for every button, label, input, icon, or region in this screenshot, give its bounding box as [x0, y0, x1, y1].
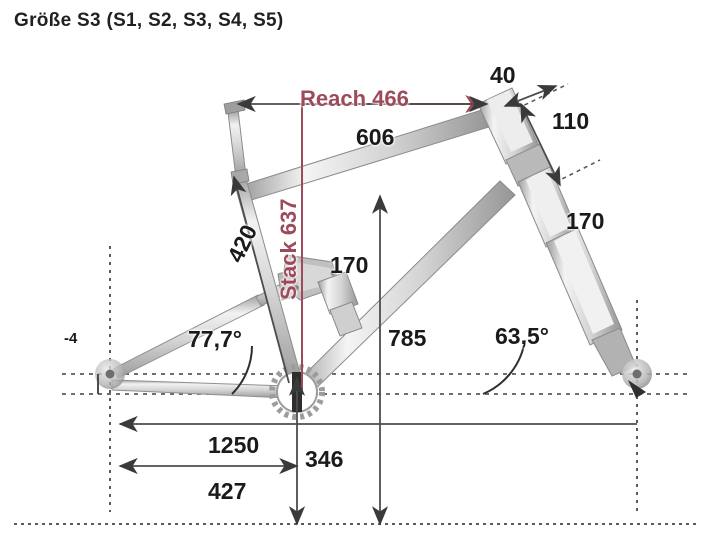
label-stack: Stack 637: [276, 198, 301, 300]
label-stand-over: 785: [388, 325, 427, 351]
headtube-dimension-line: [520, 102, 561, 187]
label-wheelbase: 1250: [208, 432, 260, 458]
angle-arcs: [231, 339, 526, 395]
fork-and-head-tube: [477, 87, 637, 377]
rear-suspension: [277, 254, 363, 337]
label-head-tube: 110: [552, 108, 590, 134]
page-title: Größe S3 (S1, S2, S3, S4, S5): [14, 10, 284, 31]
head-angle-arc: [482, 339, 526, 395]
seattube-dimension-line: [230, 175, 290, 384]
label-reach: Reach 466: [300, 86, 409, 111]
offset-dimension-line: [503, 84, 558, 108]
label-chainstay: 427: [208, 478, 247, 504]
label-rear-travel: 170: [330, 252, 369, 278]
dimension-lines: [97, 84, 637, 526]
label-fork-offset: 40: [490, 62, 516, 88]
seat-angle-arc: [231, 345, 253, 395]
label-fork-travel: 170: [566, 208, 605, 234]
label-bb-height: 346: [305, 446, 344, 472]
label-bb-drop: -4: [64, 330, 78, 347]
label-head-angle: 63,5°: [495, 323, 549, 349]
label-seat-angle: 77,7°: [188, 326, 242, 352]
label-top-tube: 606: [356, 124, 395, 150]
